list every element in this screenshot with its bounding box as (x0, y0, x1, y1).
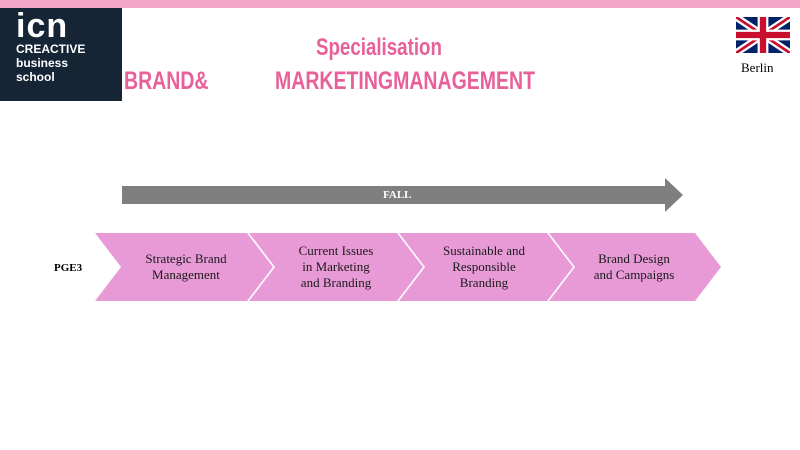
fall-timeline-arrow (122, 178, 683, 212)
program-label: PGE3 (54, 262, 83, 274)
title-marketing-management: MARKETINGMANAGEMENT (275, 67, 535, 95)
course-chevron-4: Brand Design and Campaigns (549, 233, 725, 301)
logo-line-2: business (16, 56, 69, 70)
page-title: Specialisation (316, 34, 442, 61)
city-label: Berlin (741, 60, 774, 75)
course-chevron-3: Sustainable and Responsible Branding (399, 233, 575, 301)
course-chevron-1: Strategic Brand Management (95, 233, 275, 301)
logo-line-1: CREACTIVE (16, 42, 86, 56)
timeline-label: FALL (383, 189, 412, 201)
top-accent-bar (0, 0, 800, 8)
uk-flag-icon (736, 17, 790, 53)
course-chevron-2: Current Issues in Marketing and Branding (249, 233, 425, 301)
course-title-2: Current Issues in Marketing and Branding (298, 243, 374, 290)
school-logo: icn CREACTIVE business school (0, 8, 122, 101)
logo-line-3: school (16, 70, 55, 84)
course-title-1: Strategic Brand Management (145, 251, 227, 282)
course-title-4: Brand Design and Campaigns (593, 251, 675, 282)
logo-mark: icn (16, 7, 69, 45)
title-brand: BRAND& (124, 67, 209, 95)
course-title-3: Sustainable and Responsible Branding (443, 243, 525, 290)
